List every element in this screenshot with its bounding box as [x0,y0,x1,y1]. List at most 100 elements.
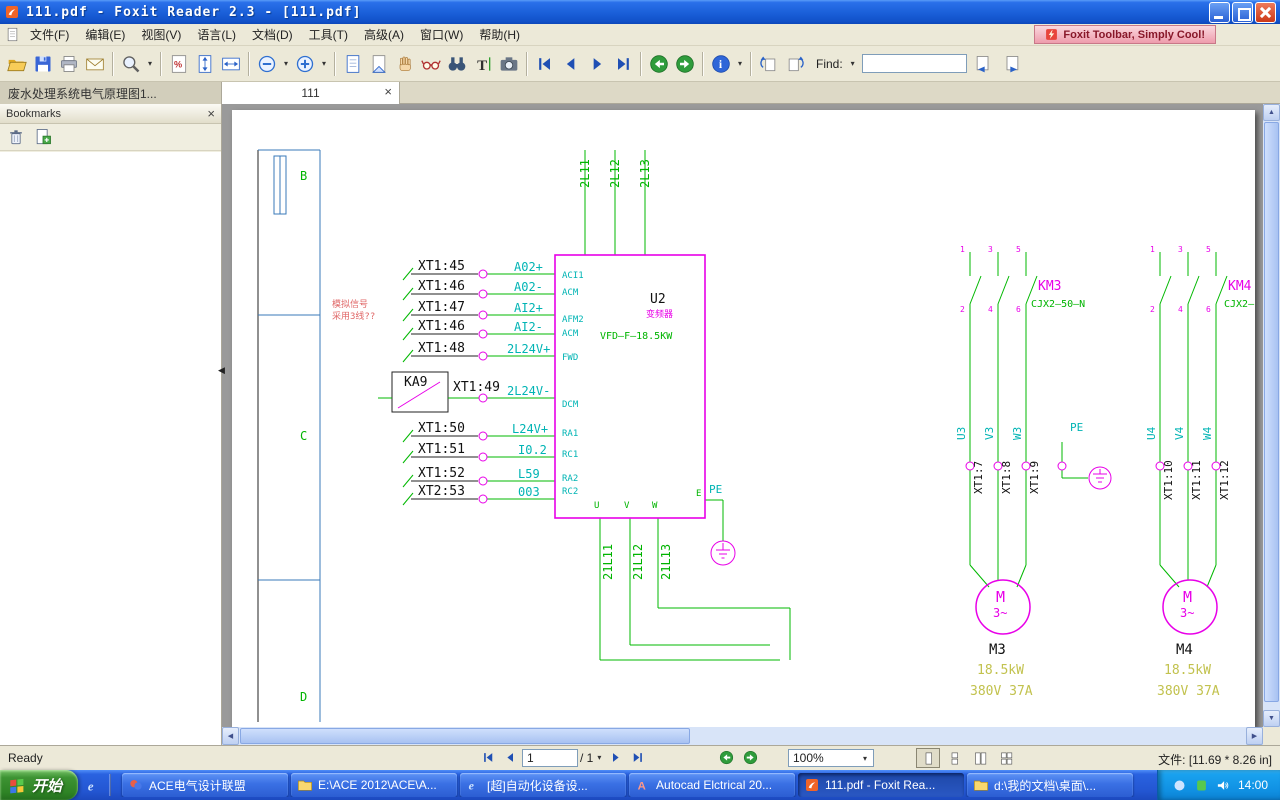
document-system-menu-icon[interactable] [5,27,20,42]
document-area[interactable]: 2L112L122L1321L1121L1221L13XT1:45XT1:46X… [222,104,1263,727]
rotl-button[interactable] [756,51,782,77]
page1-button[interactable] [340,51,366,77]
info-dropdown[interactable]: ▾ [734,51,746,77]
scroll-right-button[interactable]: ▶ [1246,727,1263,745]
sidebar-collapse-handle[interactable]: ◀ [215,359,228,381]
page-dropdown[interactable]: ▾ [595,753,603,762]
menu-item[interactable]: 文件(F) [22,23,77,46]
vertical-scroll-thumb[interactable] [1264,122,1279,702]
next-page-button[interactable] [605,748,625,767]
volume-icon[interactable] [1216,778,1231,793]
layout-lay1-button[interactable] [916,748,940,768]
rotr-button[interactable] [782,51,808,77]
layout-lay4-button[interactable] [994,748,1018,768]
page1-icon [343,54,363,74]
navlast-button[interactable] [610,51,636,77]
schematic-label: 3 [988,246,993,254]
zoomout-button[interactable] [254,51,280,77]
scroll-up-button[interactable]: ▲ [1263,104,1280,121]
layout-lay3-button[interactable] [968,748,992,768]
tab-other-document[interactable]: 废水处理系统电气原理图1... [0,82,222,104]
zoom-dropdown[interactable]: ▾ [144,51,156,77]
taskbar-button[interactable]: d:\我的文档\桌面\... [967,773,1133,797]
page-number-input[interactable]: 1 [522,749,578,767]
page-layout-buttons [916,748,1018,768]
bookmarks-list[interactable] [0,152,221,745]
menu-item[interactable]: 文档(D) [244,23,301,46]
next-view-button[interactable] [740,748,760,767]
schematic-label: XT1:11 [1191,460,1202,500]
zoomin-button[interactable] [292,51,318,77]
print-button[interactable] [56,51,82,77]
fwd-button[interactable] [672,51,698,77]
back-button[interactable] [646,51,672,77]
zoomout-dropdown[interactable]: ▾ [280,51,292,77]
tray-antivirus-icon[interactable] [1194,778,1209,793]
last-page-button[interactable] [627,748,647,767]
taskbar-button[interactable]: Autocad Elctrical 20... [629,773,795,797]
scroll-down-button[interactable]: ▼ [1263,710,1280,727]
previous-page-button[interactable] [500,748,520,767]
first-page-button[interactable] [478,748,498,767]
find-dropdown[interactable]: ▾ [847,51,859,77]
previous-view-button[interactable] [716,748,736,767]
tray-language-icon[interactable] [1172,778,1187,793]
pdf-page[interactable]: 2L112L122L1321L1121L1221L13XT1:45XT1:46X… [232,110,1255,727]
menu-item[interactable]: 高级(A) [356,23,412,46]
menu-item[interactable]: 编辑(E) [77,23,133,46]
fitpage-button[interactable] [192,51,218,77]
schematic-label: 变频器 [646,311,673,320]
find-next-button[interactable] [999,51,1025,77]
find-input[interactable] [862,54,967,73]
glasses-button[interactable] [418,51,444,77]
navfirst-button[interactable] [532,51,558,77]
navprev-button[interactable] [558,51,584,77]
delete-bookmark-button[interactable] [4,126,27,149]
minimize-button[interactable] [1209,2,1230,23]
find-previous-button[interactable] [970,51,996,77]
info-button[interactable] [708,51,734,77]
navnext-button[interactable] [584,51,610,77]
pagepct-button[interactable] [166,51,192,77]
add-bookmark-button[interactable] [31,126,54,149]
promo-banner[interactable]: Foxit Toolbar, Simply Cool! [1034,25,1216,44]
open-button[interactable] [4,51,30,77]
taskbar-button[interactable]: [超]自动化设备设... [460,773,626,797]
toolbar-separator [160,52,162,76]
start-button[interactable]: 开始 [0,770,78,800]
bookmarks-close-icon[interactable]: × [207,106,215,121]
menu-item[interactable]: 视图(V) [133,23,189,46]
layout-lay2-button[interactable] [942,748,966,768]
horizontal-scrollbar[interactable]: ◀ ▶ [222,727,1263,745]
menu-item[interactable]: 工具(T) [301,23,356,46]
scroll-left-button[interactable]: ◀ [222,727,239,745]
save-button[interactable] [30,51,56,77]
menu-item[interactable]: 语言(L) [189,23,244,46]
page2-button[interactable] [366,51,392,77]
zoomin-dropdown[interactable]: ▾ [318,51,330,77]
taskbar-button[interactable]: E:\ACE 2012\ACE\A... [291,773,457,797]
menu-item[interactable]: 窗口(W) [412,23,471,46]
horizontal-scroll-thumb[interactable] [240,728,690,744]
camera-button[interactable] [496,51,522,77]
tab-active-document[interactable]: 111 × [222,82,400,104]
schematic-label: M [1183,590,1192,605]
zoom-control[interactable]: 100% ▾ [788,749,874,767]
windows-flag-icon [8,776,26,794]
binoc-button[interactable] [444,51,470,77]
menu-item[interactable]: 帮助(H) [471,23,528,46]
hand-button[interactable] [392,51,418,77]
taskbar-button[interactable]: 111.pdf - Foxit Rea... [798,773,964,797]
zoom-button[interactable] [118,51,144,77]
taskbar-button[interactable]: ACE电气设计联盟 [122,773,288,797]
mailprint-button[interactable] [82,51,108,77]
text-button[interactable] [470,51,496,77]
fitwidth-button[interactable] [218,51,244,77]
ie-quick-launch-icon[interactable] [85,777,102,794]
vertical-scrollbar[interactable]: ▲ ▼ [1263,104,1280,727]
schematic-label: AI2+ [514,302,543,314]
tab-close-icon[interactable]: × [384,85,392,98]
close-button[interactable] [1255,2,1276,23]
menu-items: 文件(F)编辑(E)视图(V)语言(L)文档(D)工具(T)高级(A)窗口(W)… [22,23,528,46]
restore-button[interactable] [1232,2,1253,23]
